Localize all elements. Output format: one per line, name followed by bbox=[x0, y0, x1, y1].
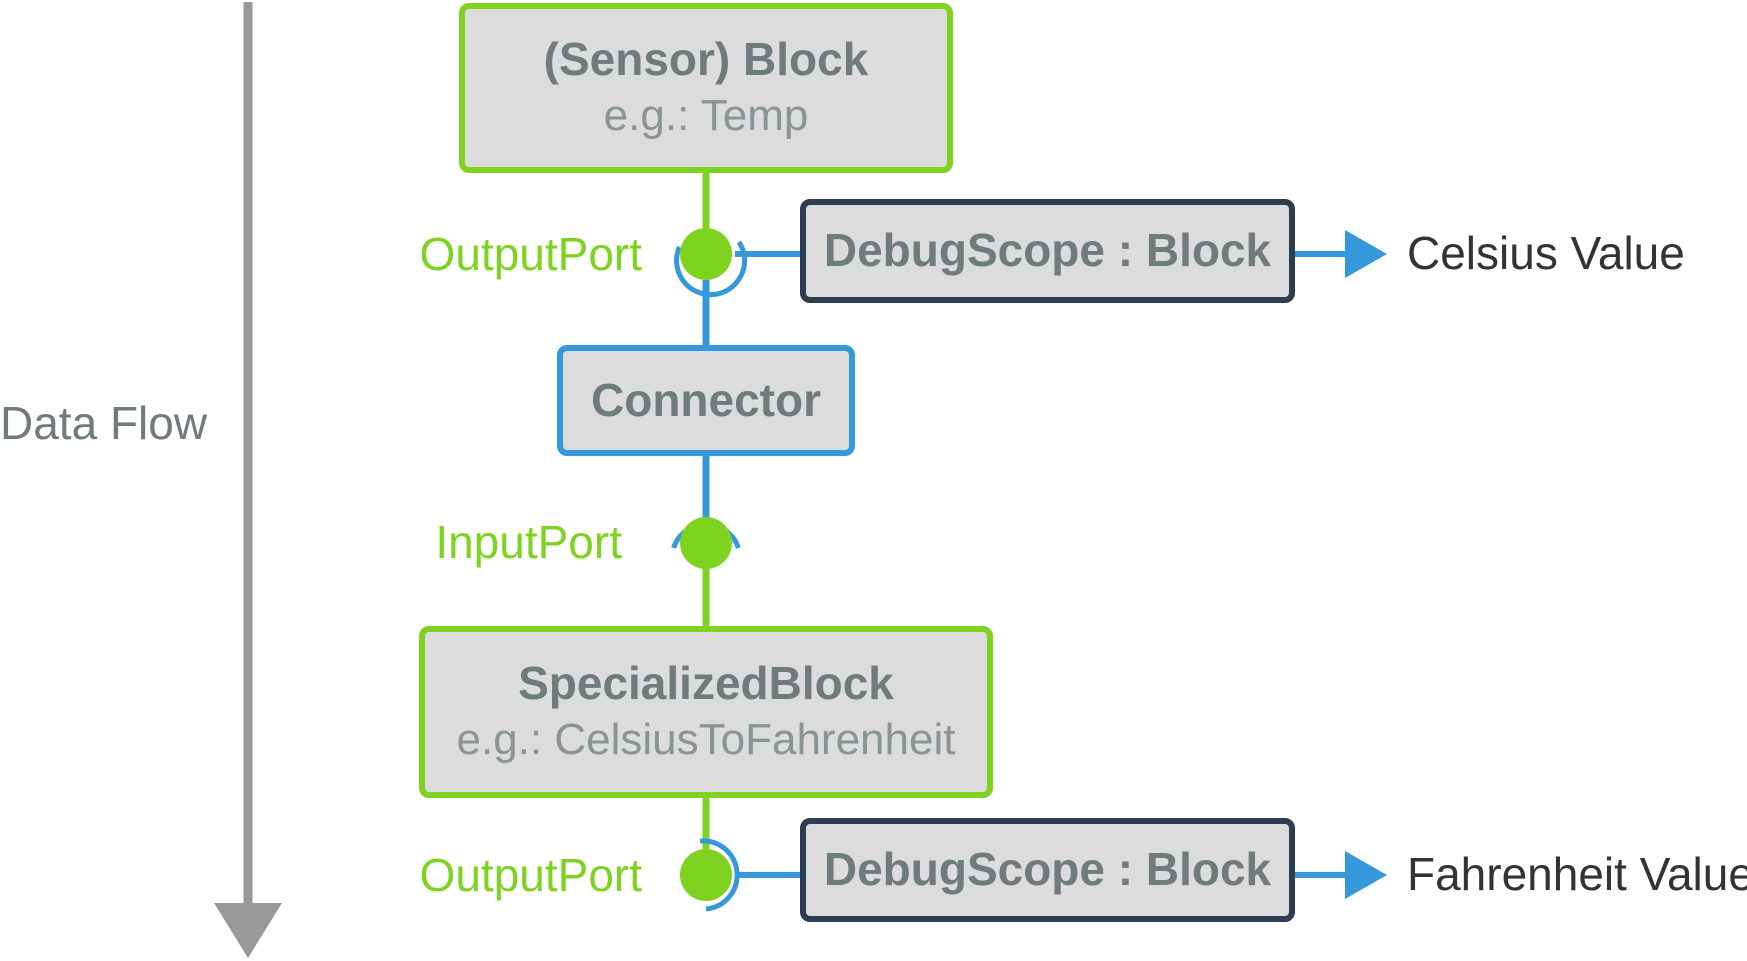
output-port-2-icon bbox=[680, 838, 740, 912]
debug-scope-1-block[interactable]: DebugScope : Block bbox=[800, 199, 1295, 303]
input-port-icon bbox=[671, 517, 741, 569]
celsius-value-label: Celsius Value bbox=[1407, 227, 1685, 279]
data-flow-label: Data Flow bbox=[0, 397, 208, 449]
debug-scope-1-title: DebugScope : Block bbox=[823, 224, 1272, 277]
connector-block[interactable]: Connector bbox=[557, 345, 855, 456]
debug-scope-2-block[interactable]: DebugScope : Block bbox=[800, 818, 1295, 922]
debug-scope-2-title: DebugScope : Block bbox=[823, 843, 1272, 896]
data-flow-arrow bbox=[214, 2, 282, 958]
sensor-block-subtitle: e.g.: Temp bbox=[603, 91, 809, 140]
input-port-label: InputPort bbox=[435, 516, 622, 568]
output-port-2-label: OutputPort bbox=[419, 849, 642, 901]
sensor-block-title: (Sensor) Block bbox=[543, 32, 869, 85]
sensor-block[interactable]: (Sensor) Block e.g.: Temp bbox=[459, 3, 953, 173]
output-port-1-label: OutputPort bbox=[419, 228, 642, 280]
fahrenheit-value-label: Fahrenheit Value bbox=[1407, 848, 1747, 900]
fahrenheit-arrow bbox=[1292, 851, 1387, 899]
output-port-1-icon bbox=[674, 228, 748, 298]
specialized-block-title: SpecializedBlock bbox=[518, 656, 894, 709]
specialized-block-subtitle: e.g.: CelsiusToFahrenheit bbox=[456, 715, 956, 764]
specialized-block[interactable]: SpecializedBlock e.g.: CelsiusToFahrenhe… bbox=[419, 626, 993, 798]
connector-title: Connector bbox=[591, 373, 821, 426]
celsius-arrow bbox=[1292, 230, 1387, 278]
